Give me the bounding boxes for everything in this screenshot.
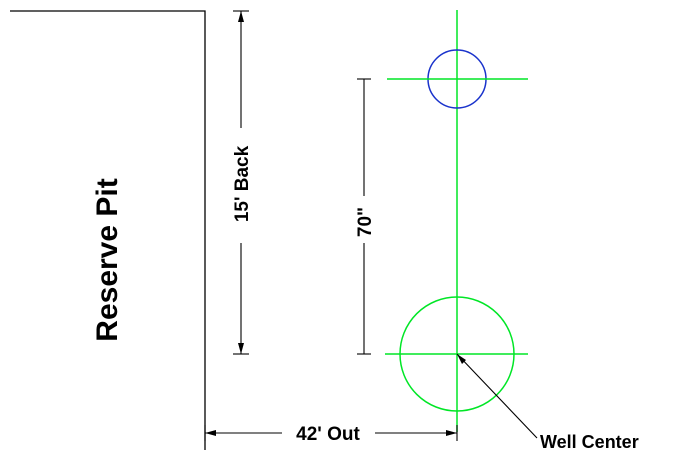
well-center-leader (456, 353, 538, 439)
spacing-dimension-label: 70" (355, 207, 376, 237)
well-center-callout: Well Center (456, 353, 639, 452)
back-dimension-label: 15' Back (232, 145, 253, 222)
out-dimension: 42' Out (204, 424, 458, 445)
reserve-pit-outline (10, 10, 206, 450)
small-circle-marker (387, 49, 528, 109)
out-dimension-label: 42' Out (296, 424, 360, 445)
well-center-label: Well Center (540, 432, 639, 452)
reserve-pit-label: Reserve Pit (91, 178, 124, 341)
back-dimension: 15' Back (232, 10, 253, 355)
spacing-dimension: 70" (355, 78, 376, 355)
well-marker (385, 296, 528, 412)
